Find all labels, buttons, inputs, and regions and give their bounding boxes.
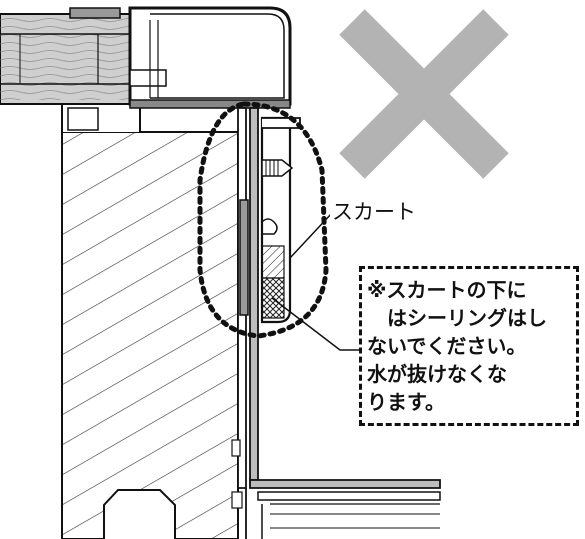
caution-note-line-4: 水が抜けなくな bbox=[367, 362, 507, 386]
highlight-oval bbox=[197, 101, 329, 339]
skirt-label: スカート bbox=[330, 198, 418, 226]
caution-note-line-3: ないでください。 bbox=[367, 334, 527, 358]
upper-frame bbox=[128, 6, 292, 109]
note-leader-line bbox=[271, 297, 359, 351]
cross-mark-icon bbox=[339, 9, 509, 179]
lower-sash-frame bbox=[245, 479, 441, 539]
caution-note-line-2: はシーリングはし bbox=[387, 306, 547, 330]
wall-body bbox=[61, 103, 239, 539]
caution-note-line-1: ※スカートの下に bbox=[367, 278, 527, 302]
skirt-trim bbox=[260, 116, 301, 324]
caution-note-box bbox=[359, 266, 579, 426]
skirt-leader-line bbox=[289, 212, 333, 259]
lintel-beam bbox=[0, 7, 131, 105]
caution-note-line-5: ります。 bbox=[367, 390, 445, 414]
